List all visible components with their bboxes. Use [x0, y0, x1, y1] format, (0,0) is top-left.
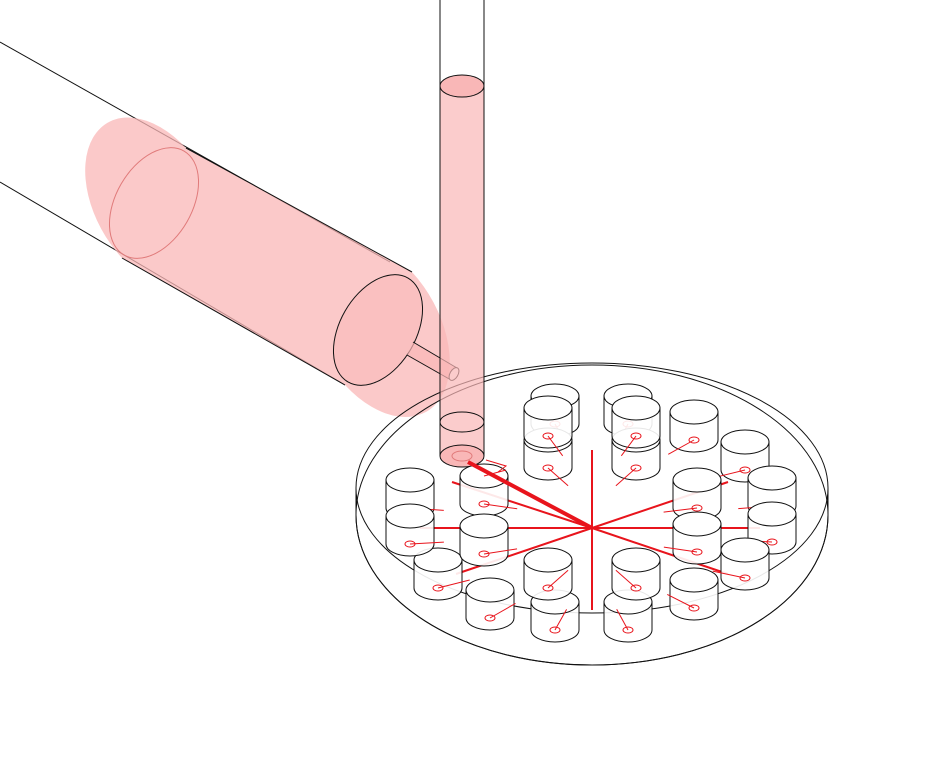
radial-channel-4 — [591, 527, 729, 575]
microfluidic-disc — [355, 362, 829, 666]
reservoir-well-8 — [667, 567, 719, 621]
reservoir-well-6 — [738, 501, 797, 555]
vertical-dispensing-tube — [439, 0, 485, 468]
radial-channel-6 — [455, 527, 593, 575]
reservoir-well-22 — [611, 547, 661, 601]
reservoir-well-14 — [385, 503, 444, 557]
reservoir-well-23 — [523, 395, 573, 457]
reservoir-well-21 — [523, 547, 573, 601]
reservoir-well-11 — [465, 577, 516, 631]
reservoir-well-16 — [459, 513, 518, 567]
reservoir-well-20 — [663, 511, 722, 565]
reservoir-well-3 — [668, 399, 719, 455]
reservoir-well-7 — [712, 537, 770, 591]
inlet-channel — [467, 460, 593, 530]
reservoir-well-24 — [611, 395, 661, 457]
reservoir-well-19 — [663, 467, 722, 521]
reservoir-well-12 — [413, 547, 470, 601]
syringe-plunger-fluid — [85, 117, 450, 417]
inlet-arrow — [483, 459, 508, 477]
